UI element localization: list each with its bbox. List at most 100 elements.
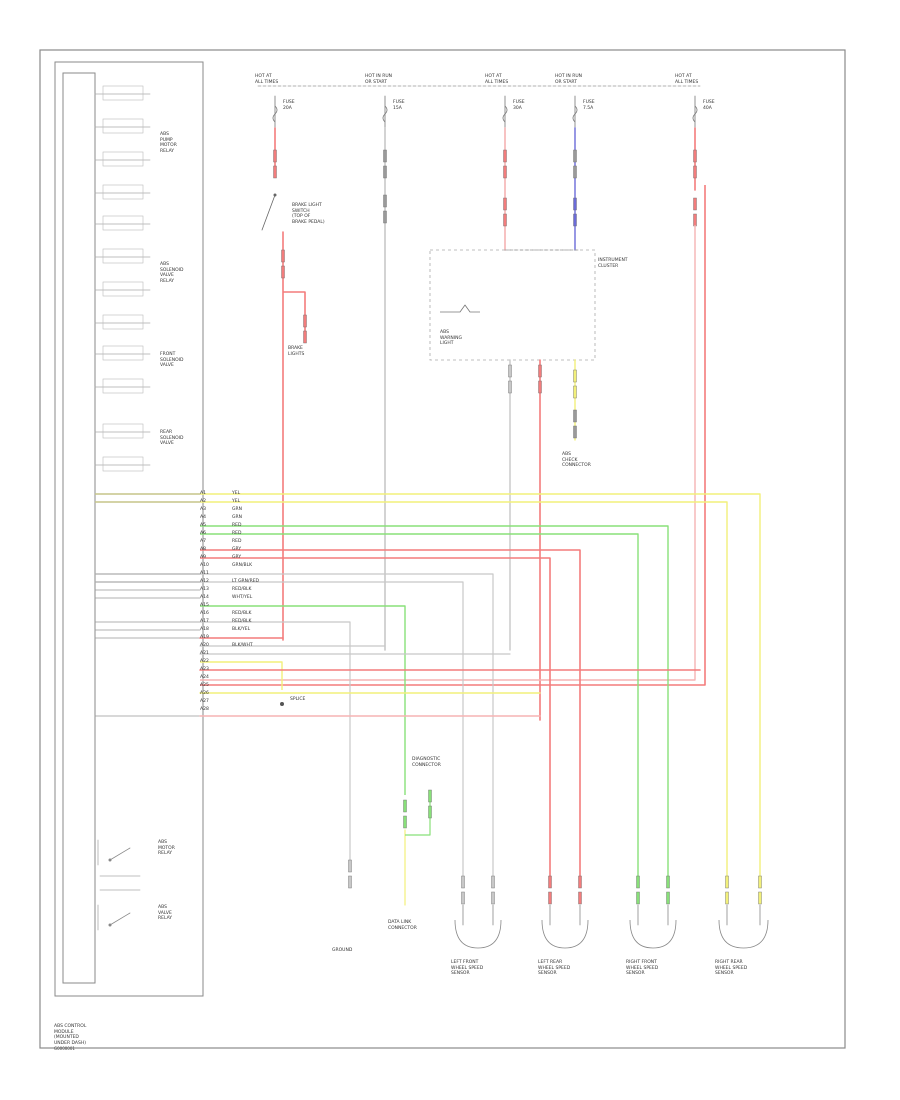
- pin-label: A13: [200, 587, 209, 592]
- wire-rr-sensor-a: [95, 493, 761, 885]
- connector-pin: [693, 149, 697, 163]
- pin-label: A24: [200, 675, 209, 680]
- wire-lr-sensor-b: [95, 581, 464, 885]
- wire-color-label: RED: [232, 531, 242, 536]
- connector-pin: [666, 891, 670, 905]
- pin-label: A3: [200, 507, 206, 512]
- fuse-source-label: HOT IN RUN OR START: [365, 74, 393, 85]
- wheel-speed-sensor-label: LEFT FRONT WHEEL SPEED SENSOR: [451, 960, 484, 976]
- connector-pin: [273, 165, 277, 179]
- pin-label: A1: [200, 491, 206, 496]
- wire-yel-branch: [200, 661, 283, 690]
- relay-label: ABS MOTOR RELAY: [158, 840, 175, 856]
- pin-label: A16: [200, 611, 209, 616]
- relay-pivot: [108, 923, 112, 927]
- connector-pin: [725, 875, 729, 889]
- connector-pin: [508, 380, 512, 394]
- wire-pump-power: [200, 185, 706, 686]
- fuse-source-label: HOT AT ALL TIMES: [255, 74, 279, 85]
- connector-pin: [693, 165, 697, 179]
- wheel-speed-sensor-label: LEFT REAR WHEEL SPEED SENSOR: [538, 960, 571, 976]
- pin-label: A17: [200, 619, 209, 624]
- pin-label: A27: [200, 699, 209, 704]
- pin-label: A23: [200, 667, 209, 672]
- instrument-cluster-label: INSTRUMENT CLUSTER: [598, 258, 628, 269]
- wheel-speed-sensor-label: RIGHT REAR WHEEL SPEED SENSOR: [715, 960, 748, 976]
- module-element: [102, 118, 144, 134]
- connector-pin: [273, 149, 277, 163]
- wire-rr-sensor-b: [95, 501, 728, 885]
- fuse-label: FUSE 15A: [393, 100, 405, 111]
- connector-pin: [573, 197, 577, 211]
- switch-pivot: [273, 193, 277, 197]
- brake-lights-label: BRAKE LIGHTS: [288, 346, 305, 357]
- module-element: [102, 85, 144, 101]
- diagnostic-connector-label: DIAGNOSTIC CONNECTOR: [412, 757, 441, 768]
- connector-pin: [548, 875, 552, 889]
- pin-label: A21: [200, 651, 209, 656]
- connector-pin: [303, 330, 307, 344]
- wire-brake-lights: [283, 291, 306, 335]
- pin-label: A25: [200, 683, 209, 688]
- wire-color-label: BLK/WHT: [232, 643, 253, 648]
- connector-pin: [758, 891, 762, 905]
- pin-label: A19: [200, 635, 209, 640]
- connector-pin: [573, 385, 577, 399]
- connector-pin: [461, 875, 465, 889]
- wire-color-label: GRN/BLK: [232, 563, 253, 568]
- connector-pin: [538, 380, 542, 394]
- wire-data-link: [200, 605, 406, 795]
- connector-pin: [281, 249, 285, 263]
- abs-warning-light-label: ABS WARNING LIGHT: [440, 330, 462, 346]
- wire-color-label: GRN: [232, 515, 242, 520]
- pin-label: A4: [200, 515, 206, 520]
- module-element: [102, 456, 144, 472]
- pin-label: A6: [200, 531, 206, 536]
- wire-color-label: GRN: [232, 507, 242, 512]
- relay-label: ABS VALVE RELAY: [158, 905, 173, 921]
- module-element: [102, 151, 144, 167]
- pin-label: A8: [200, 547, 206, 552]
- relay-switch: [109, 847, 131, 861]
- wire-rf-sensor-b: [200, 533, 639, 885]
- connector-pin: [491, 891, 495, 905]
- pin-label: A7: [200, 539, 206, 544]
- connector-pin: [503, 197, 507, 211]
- connector-pin: [303, 314, 307, 328]
- wire-rf-sensor-a: [200, 525, 669, 885]
- connector-pin: [461, 891, 465, 905]
- connector-pin: [503, 213, 507, 227]
- data-link-connector-label: DATA LINK CONNECTOR: [388, 920, 417, 931]
- connector-pin: [548, 891, 552, 905]
- wire-pump-power-2: [200, 225, 696, 681]
- splice: [280, 702, 284, 706]
- wire-ground: [200, 621, 351, 860]
- relay-pivot: [108, 858, 112, 862]
- connector-pin: [383, 165, 387, 179]
- pin-label: A10: [200, 563, 209, 568]
- wire-color-label: YEL: [232, 499, 241, 504]
- pin-label: A26: [200, 691, 209, 696]
- wire-color-label: RED/BLK: [232, 587, 252, 592]
- module-element: [102, 248, 144, 264]
- connector-pin: [383, 194, 387, 208]
- wire-color-label: YEL: [232, 491, 241, 496]
- pin-label: A15: [200, 603, 209, 608]
- module-element: [102, 184, 144, 200]
- fuse-label: FUSE 20A: [283, 100, 295, 111]
- module-element: [102, 345, 144, 361]
- connector-pin: [403, 799, 407, 813]
- module-group-label: ABS PUMP MOTOR RELAY: [160, 132, 177, 154]
- pin-label: A12: [200, 579, 209, 584]
- module-element: [102, 281, 144, 297]
- connector-pin: [573, 213, 577, 227]
- connector-pin: [573, 369, 577, 383]
- fuse-symbol: [572, 105, 578, 123]
- fuse-source-label: HOT AT ALL TIMES: [485, 74, 509, 85]
- wire-lr-sensor-a: [95, 573, 494, 885]
- wheel-speed-sensor-label: RIGHT FRONT WHEEL SPEED SENSOR: [626, 960, 659, 976]
- connector-pin: [573, 149, 577, 163]
- wheel-sensor-body: [718, 919, 769, 949]
- wire-color-label: RED/BLK: [232, 611, 252, 616]
- relay-switch: [109, 912, 131, 926]
